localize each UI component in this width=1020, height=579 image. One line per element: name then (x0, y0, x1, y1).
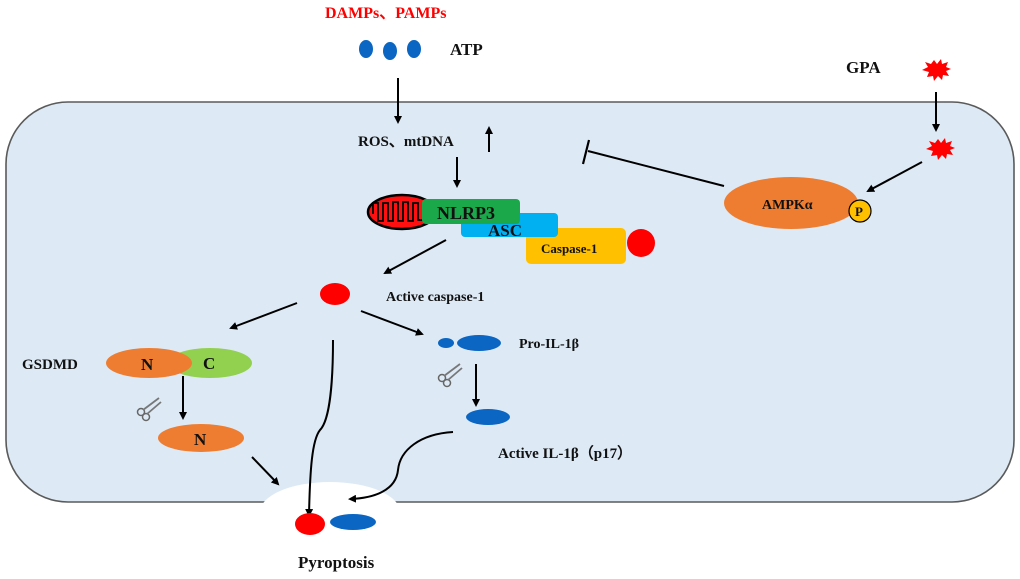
pro-il1b-large (457, 335, 501, 351)
ampk-label: AMPKα (762, 198, 813, 213)
membrane-pore (260, 482, 400, 542)
arrow-inflammasome-to-caspase (383, 239, 447, 274)
scissors-icon-il1b (437, 363, 463, 388)
asc-label: ASC (488, 221, 522, 240)
caspase1-red-domain (627, 229, 655, 257)
arrow-gsdmd-n-to-pore (251, 456, 280, 486)
atp-molecule-3 (407, 40, 421, 58)
arrow-il1b-to-pore (348, 431, 454, 503)
active-il1b-molecule (466, 409, 510, 425)
ampk-inhibition-bar (581, 139, 591, 165)
gpa-molecule-intracellular (926, 138, 955, 160)
active-il1b-label: Active IL-1β（p17） (498, 444, 632, 462)
active-caspase1-label: Active caspase-1 (386, 290, 484, 305)
pro-il1b-label: Pro-IL-1β (519, 337, 579, 352)
gsdmd-n-label: N (141, 355, 154, 374)
ampk-inhibition-line (587, 150, 725, 187)
gsdmd-label: GSDMD (22, 357, 78, 373)
nlrp3-label: NLRP3 (437, 203, 495, 223)
phospho-label: P (855, 204, 863, 219)
pyroptosis-caspase1-molecule (295, 513, 325, 535)
pyroptosis-label: Pyroptosis (298, 553, 375, 572)
ampk-alpha-protein (724, 177, 858, 229)
gpa-molecule-extracellular (922, 59, 951, 81)
arrow-caspase-to-gsdmd (229, 302, 298, 330)
ros-mtdna-label: ROS、mtDNA (358, 134, 454, 150)
cell-membrane (5, 101, 1015, 503)
gsdmd-c-domain (168, 348, 252, 378)
damps-pamps-label: DAMPs、PAMPs (325, 5, 446, 22)
arrow-caspase-to-pyroptosis (305, 339, 334, 517)
gsdmd-n-cleaved (158, 424, 244, 452)
caspase1-label: Caspase-1 (541, 241, 597, 256)
scissors-icon-gsdmd (136, 397, 162, 422)
gsdmd-n-cleaved-label: N (194, 430, 207, 449)
pyroptosis-il1b-molecule (330, 514, 376, 530)
arrow-gpa-to-ampk (866, 161, 923, 192)
phosphorylation-badge (848, 199, 872, 223)
atp-label: ATP (450, 40, 483, 59)
atp-molecule-1 (359, 40, 373, 58)
gsdmd-c-label: C (203, 354, 215, 373)
atp-molecule-2 (383, 42, 397, 60)
nlrp3-box (422, 199, 520, 224)
pro-il1b-small (438, 338, 454, 348)
gpa-label: GPA (846, 58, 881, 77)
mitochondrion-icon (366, 193, 438, 231)
gsdmd-n-domain (106, 348, 192, 378)
arrow-caspase-to-pro-il1b (360, 310, 424, 336)
active-caspase1-molecule (320, 283, 350, 305)
